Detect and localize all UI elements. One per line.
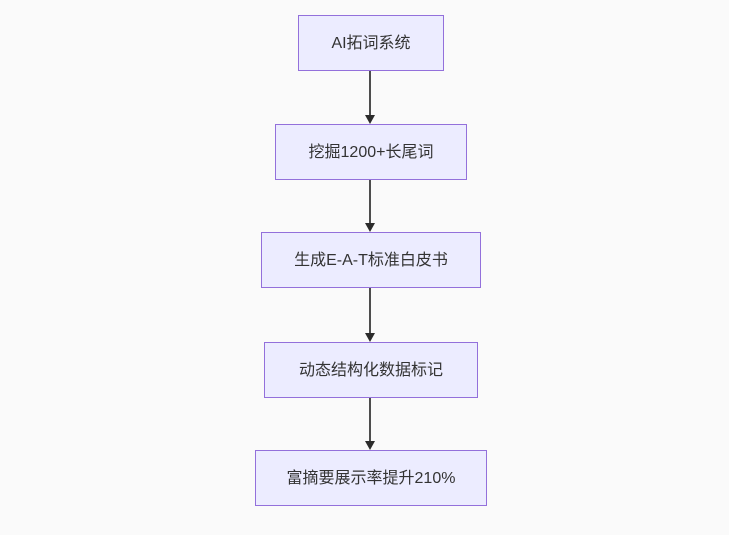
- flow-node-ai-word-expansion-system: AI拓词系统: [298, 15, 444, 71]
- arrowhead-down-icon: [365, 223, 375, 232]
- flow-node-rich-snippet-rate-increase: 富摘要展示率提升210%: [255, 450, 487, 506]
- flow-edge-line-2: [369, 180, 371, 223]
- flow-node-label: 动态结构化数据标记: [298, 361, 443, 379]
- flow-edge-line-4: [369, 398, 371, 441]
- flow-edge-line-3: [369, 288, 371, 333]
- flow-node-generate-eat-whitepaper: 生成E-A-T标准白皮书: [261, 232, 481, 288]
- arrowhead-down-icon: [365, 115, 375, 124]
- flow-node-label: 富摘要展示率提升210%: [286, 469, 456, 487]
- flow-node-dynamic-structured-data-markup: 动态结构化数据标记: [264, 342, 478, 398]
- flow-node-label: AI拓词系统: [331, 34, 411, 52]
- flow-node-mine-longtail-keywords: 挖掘1200+长尾词: [275, 124, 467, 180]
- flow-edge-line-1: [369, 71, 371, 115]
- flow-node-label: 生成E-A-T标准白皮书: [294, 251, 448, 269]
- arrowhead-down-icon: [365, 333, 375, 342]
- flow-node-label: 挖掘1200+长尾词: [308, 143, 434, 161]
- arrowhead-down-icon: [365, 441, 375, 450]
